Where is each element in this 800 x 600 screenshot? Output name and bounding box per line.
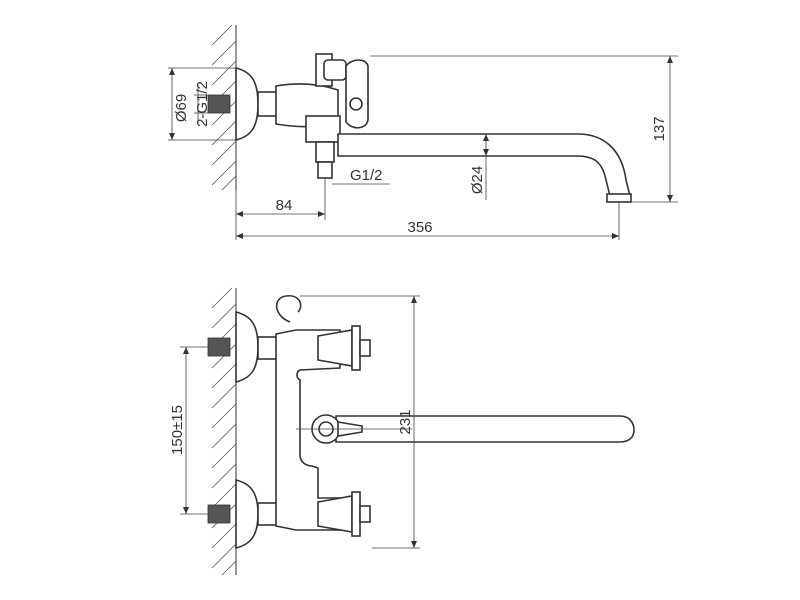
cross-handle-top	[345, 59, 369, 129]
handle-knob-upper	[359, 339, 371, 357]
eccentric-upper	[257, 336, 279, 360]
dim-inlet-thread: 2-G1/2	[194, 81, 211, 127]
cross-handle-lower	[351, 491, 361, 537]
eccentric-lower	[257, 502, 279, 526]
dim-outlet-thread: G1/2	[350, 167, 383, 184]
dim-overall-height: 231	[397, 409, 414, 434]
dim-spout-length: 356	[407, 219, 432, 236]
flange-upper	[235, 310, 259, 384]
dim-height: 137	[651, 116, 668, 141]
spout-front	[335, 415, 635, 443]
handle-knob-lower	[359, 505, 371, 523]
side-view: Ø69 2-G1/2 G1/2 Ø24 137 84 356	[168, 24, 678, 240]
eccentric-top	[257, 91, 279, 117]
outlet-nut-top	[317, 161, 333, 179]
dim-center-distance: 150±15	[169, 405, 186, 455]
spout-tip-top	[606, 193, 632, 203]
flange-top	[235, 66, 259, 142]
body-front	[275, 329, 341, 531]
inlet-thread-upper	[207, 337, 231, 357]
valve-upper	[317, 329, 353, 367]
dim-spout-diameter: Ø24	[469, 166, 486, 194]
cross-handle-upper	[351, 325, 361, 371]
handle-knob-top	[349, 97, 363, 111]
valve-lower	[317, 495, 353, 533]
shower-hook	[275, 295, 302, 323]
outlet-neck-top	[315, 141, 335, 163]
flange-lower	[235, 478, 259, 550]
wall-bottom	[211, 287, 237, 576]
front-view: 150±15 231	[169, 287, 635, 576]
dim-flange-diameter: Ø69	[173, 94, 190, 122]
dim-offset: 84	[276, 197, 293, 214]
inlet-thread-top	[207, 94, 231, 114]
diverter-top	[305, 115, 341, 143]
inlet-thread-lower	[207, 504, 231, 524]
handle-cap-top	[323, 59, 347, 81]
